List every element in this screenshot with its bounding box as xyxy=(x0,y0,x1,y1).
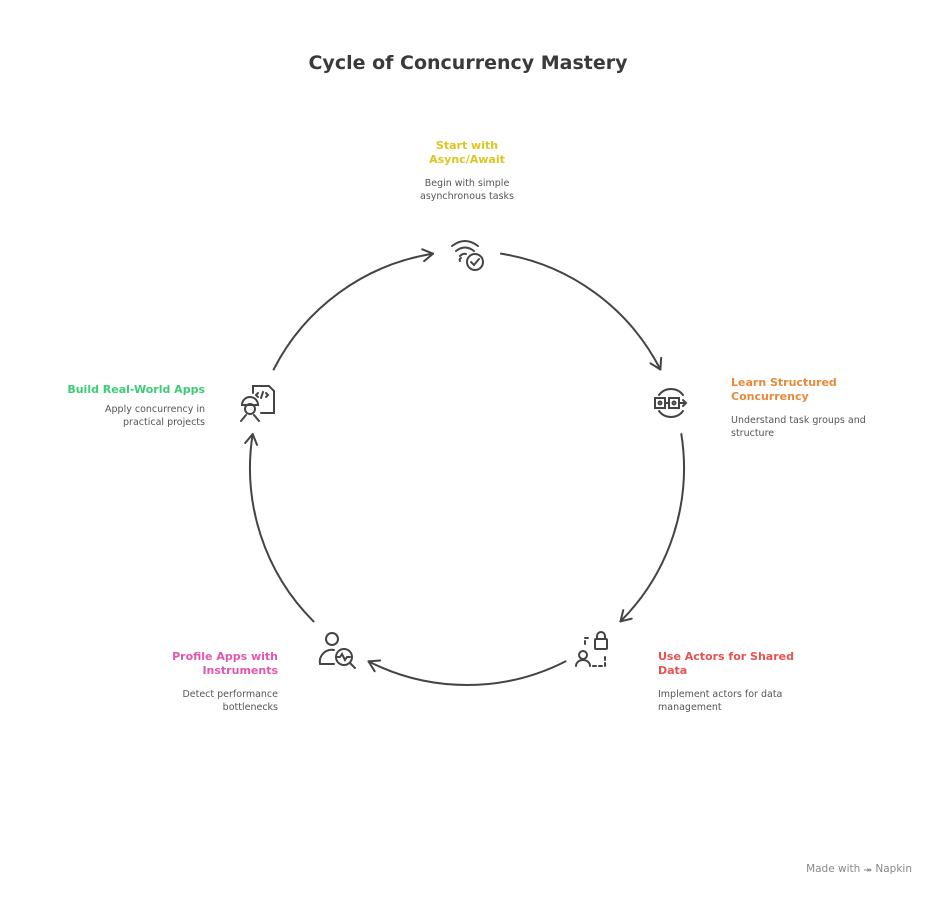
arrowhead-icon xyxy=(619,609,633,623)
footer-label: Made with xyxy=(806,863,861,875)
step-title-line: Async/Await xyxy=(429,153,505,166)
step-title-line: Start with xyxy=(435,139,499,152)
desc-line: Understand task groups and xyxy=(731,415,866,426)
desc-line: Begin with simple xyxy=(424,178,510,189)
cycle-arrow-arc xyxy=(272,252,435,371)
napkin-logo-icon: ⯮ xyxy=(863,863,873,875)
user-lock-icon xyxy=(575,631,608,667)
step-title: Build Real-World Apps xyxy=(25,383,205,397)
step-description: Implement actors for data management xyxy=(658,688,848,714)
desc-line: Apply concurrency in xyxy=(105,404,205,415)
developer-code-icon xyxy=(240,385,275,422)
cycle-arrow-arc xyxy=(619,433,685,623)
step-build-real-world: Build Real-World Apps Apply concurrency … xyxy=(25,383,205,429)
wifi-check-icon xyxy=(451,240,484,271)
step-title-line: Concurrency xyxy=(731,390,809,403)
desc-line: management xyxy=(658,702,722,713)
step-description: Understand task groups and structure xyxy=(731,414,921,440)
cycle-arrow-arc xyxy=(249,433,315,623)
made-with-napkin-badge[interactable]: Made with ⯮ Napkin xyxy=(806,863,912,876)
desc-line: structure xyxy=(731,428,775,439)
step-title-line: Learn Structured xyxy=(731,376,837,389)
footer-brand: Napkin xyxy=(875,863,912,875)
desc-line: bottlenecks xyxy=(222,702,278,713)
step-title-line: Use Actors for Shared xyxy=(658,650,794,663)
user-monitor-icon xyxy=(318,632,356,669)
arrowhead-icon xyxy=(421,248,435,263)
arrowhead-icon xyxy=(367,659,382,673)
diagram-title: Cycle of Concurrency Mastery xyxy=(308,52,628,74)
step-description: Detect performance bottlenecks xyxy=(98,688,278,714)
step-description: Apply concurrency in practical projects xyxy=(25,403,205,429)
step-title-line: Build Real-World Apps xyxy=(67,383,205,396)
step-description: Begin with simple asynchronous tasks xyxy=(387,177,547,203)
arrowhead-icon xyxy=(244,433,259,446)
step-title-line: Instruments xyxy=(202,664,278,677)
structured-flow-icon xyxy=(654,388,688,418)
desc-line: asynchronous tasks xyxy=(420,191,514,202)
cycle-arrow-arc xyxy=(367,660,567,686)
step-title-line: Data xyxy=(658,664,688,677)
desc-line: Implement actors for data xyxy=(658,689,783,700)
desc-line: Detect performance xyxy=(182,689,278,700)
step-title-line: Profile Apps with xyxy=(172,650,278,663)
cycle-arrow-arc xyxy=(499,252,662,371)
desc-line: practical projects xyxy=(123,417,205,428)
arrowhead-icon xyxy=(649,356,663,371)
